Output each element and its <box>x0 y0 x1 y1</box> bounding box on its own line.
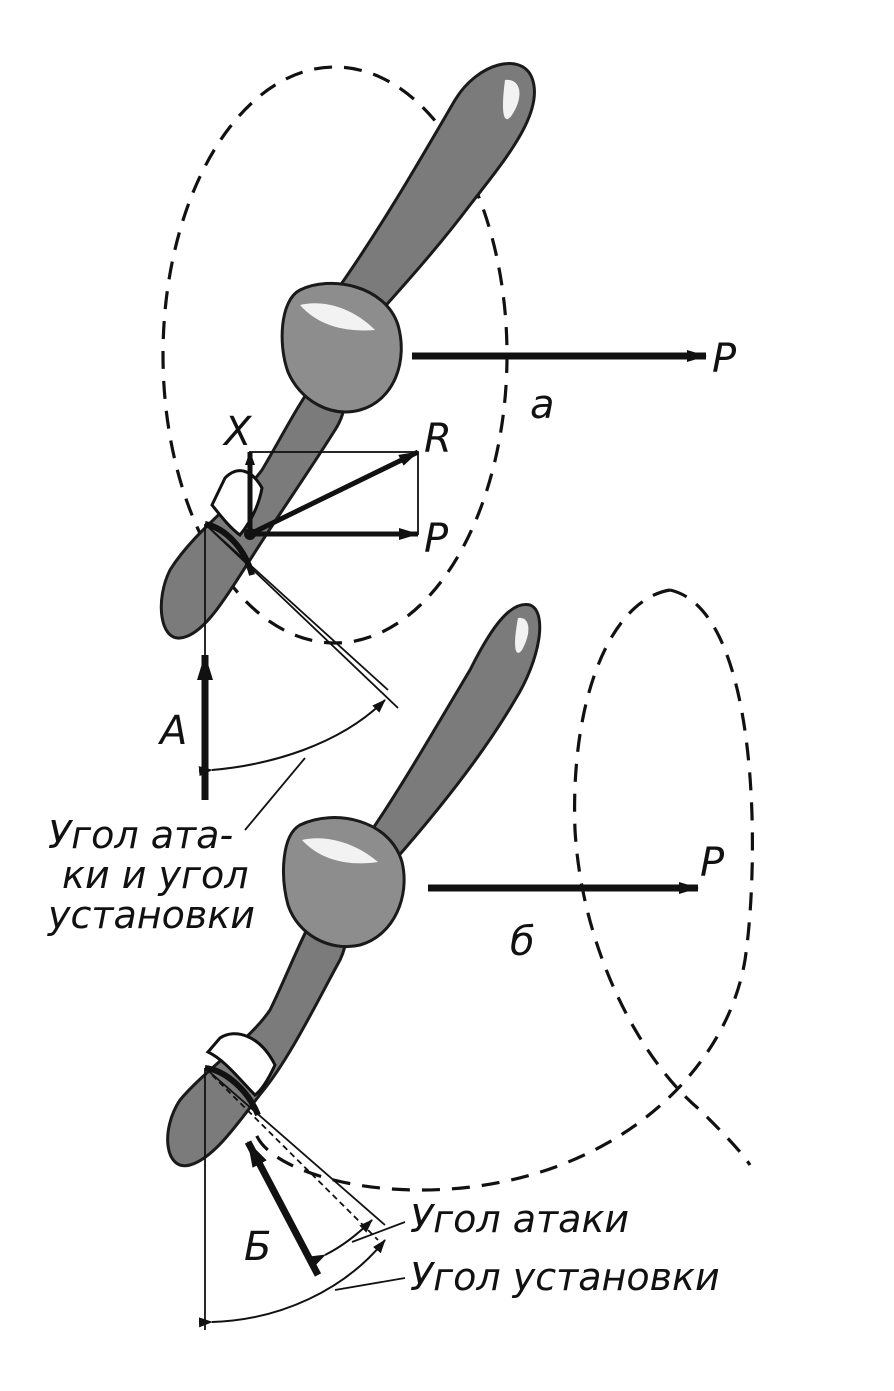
lower-blade-b <box>166 903 348 1168</box>
figure-letter-b: б <box>510 919 535 965</box>
thrust-label-b: P <box>700 840 725 886</box>
caption-line-2: ки и угол <box>62 853 249 897</box>
force-x-label: X <box>222 409 253 455</box>
upper-blade-a <box>328 62 536 338</box>
attack-angle-label: Угол атаки <box>410 1197 629 1241</box>
angle-arc-a <box>198 699 386 777</box>
caption-line-3: установки <box>47 893 255 937</box>
caption-line-1: Угол ата- <box>48 813 233 857</box>
figure-b: P б Б Угол атаки Угол установки <box>166 588 755 1330</box>
thrust-label-a: P <box>712 336 737 382</box>
figure-a: P а X R P A Угол ата- ки и угол установк… <box>47 62 737 937</box>
flow-label-b: Б <box>244 1224 271 1270</box>
figure-letter-a: а <box>530 382 555 428</box>
flow-label-a: A <box>157 708 187 754</box>
rotation-ellipse-b <box>253 588 755 1192</box>
pitch-angle-arc <box>198 1239 386 1328</box>
force-r-arrow <box>248 449 420 537</box>
pitch-angle-label: Угол установки <box>410 1255 720 1299</box>
hub-b <box>282 816 406 948</box>
upper-blade-b <box>362 602 542 862</box>
hub-a <box>280 282 403 414</box>
force-r-label: R <box>424 416 452 462</box>
force-p-label: P <box>424 516 449 562</box>
